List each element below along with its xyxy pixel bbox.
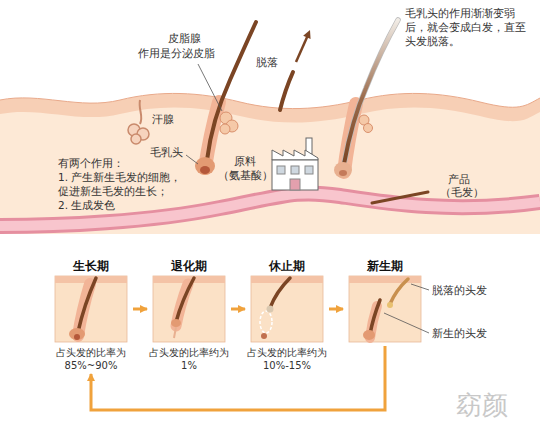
sweat-gland — [140, 100, 142, 124]
note: 2. 生成发色 — [58, 198, 115, 212]
stage-new — [349, 276, 421, 283]
stage-resting — [260, 311, 272, 333]
stage-growth — [78, 278, 96, 332]
stage-resting — [261, 333, 267, 339]
part-name: 原料 — [234, 154, 256, 168]
leader-line — [186, 155, 198, 164]
stage-new — [363, 330, 375, 340]
right-follicle — [339, 170, 347, 176]
factory-icon — [277, 166, 285, 174]
panel-space — [344, 274, 426, 344]
falling-hair — [296, 35, 308, 62]
falling-hair — [280, 30, 311, 110]
stage-ratio: 占头发的比率约为1% — [148, 346, 230, 372]
left-follicle — [195, 22, 256, 175]
stage-regression — [171, 319, 181, 327]
part-name: 皮脂腺 — [168, 32, 201, 46]
factory-icon — [305, 166, 313, 174]
left-follicle — [200, 166, 210, 174]
factory-icon — [272, 150, 318, 160]
skin-section — [0, 107, 540, 234]
note: 有两个作用： — [58, 156, 124, 170]
leader-line — [186, 64, 222, 164]
stage-growth — [69, 328, 85, 340]
right-follicle — [344, 20, 398, 164]
sweat-gland — [131, 134, 141, 144]
part-name: 脱落 — [256, 56, 278, 70]
stage-new — [349, 276, 429, 342]
stage-ratio: 占头发的比率为85%~90% — [50, 346, 132, 372]
stage-resting — [251, 276, 323, 342]
stage-panel: 生长期占头发的比率为85%~90% — [50, 258, 132, 372]
stage-ratio: 占头发的比率约为10%-15% — [246, 346, 328, 372]
stage-resting — [251, 276, 323, 342]
note: 毛乳头的作用渐渐变弱后，就会变成白发，直至头发脱落。 — [405, 6, 535, 48]
blood-vessel — [0, 193, 540, 226]
stage-regression — [153, 276, 225, 342]
stage-new — [411, 284, 429, 290]
sweat-gland — [128, 100, 149, 144]
watermark: 窈颜 — [456, 390, 508, 420]
factory-icon — [272, 160, 318, 190]
stage-title: 生长期 — [50, 258, 132, 274]
stage-new — [387, 302, 393, 308]
left-follicle — [195, 157, 215, 175]
stage-new — [384, 313, 429, 333]
flow-arrow — [91, 346, 385, 410]
flow-arrow — [133, 308, 147, 311]
leader-line — [198, 64, 222, 111]
right-follicle — [364, 124, 373, 133]
factory-icon — [272, 138, 318, 190]
falling-hair — [303, 30, 310, 39]
stage-panel: 退化期占头发的比率约为1% — [148, 258, 230, 372]
part-name: 产品 — [448, 172, 470, 186]
stage-title: 休止期 — [246, 258, 328, 274]
part-name: 新生的头发 — [432, 326, 487, 340]
stage-resting — [267, 306, 274, 313]
factory-icon — [291, 166, 299, 174]
panel-space — [148, 274, 230, 344]
blood-vessel — [0, 193, 540, 226]
part-name: （氨基酸） — [218, 168, 273, 182]
stage-new — [370, 300, 380, 334]
part-name: 汗腺 — [152, 112, 174, 126]
right-follicle — [344, 20, 398, 164]
stage-panel: 新生期 — [344, 258, 426, 344]
flow-arrow — [231, 308, 245, 311]
stage-regression — [176, 278, 194, 322]
flow-arrow — [329, 308, 343, 311]
skin-section — [0, 93, 540, 234]
panel-space — [246, 274, 328, 344]
skin-section — [0, 93, 540, 108]
stage-growth — [55, 276, 127, 342]
left-follicle — [220, 124, 230, 134]
stage-growth — [55, 276, 127, 342]
right-follicle — [334, 162, 352, 178]
right-follicle — [334, 20, 398, 178]
product-hair — [372, 192, 428, 203]
factory-icon — [290, 179, 300, 190]
part-name: 脱落的头发 — [432, 283, 487, 297]
note: 1. 产生新生毛发的细胞，促进新生毛发的生长； — [58, 170, 183, 198]
note: 作用是分泌皮脂 — [138, 47, 215, 61]
stage-resting — [270, 278, 290, 308]
stage-growth — [74, 334, 80, 340]
part-name: 毛乳头 — [150, 146, 183, 160]
skin-section — [0, 93, 540, 234]
left-follicle — [207, 22, 256, 160]
panel-space — [50, 274, 132, 344]
stage-new — [349, 276, 421, 342]
part-name: （毛发） — [440, 185, 484, 199]
product-hair — [372, 192, 428, 203]
falling-hair — [280, 72, 293, 110]
stage-regression — [153, 276, 225, 342]
stage-title: 退化期 — [148, 258, 230, 274]
stage-new — [390, 279, 408, 304]
stage-panel: 休止期占头发的比率约为10%-15% — [246, 258, 328, 372]
blood-vessel — [0, 193, 540, 226]
stage-title: 新生期 — [344, 258, 426, 274]
stage-regression — [174, 327, 176, 338]
